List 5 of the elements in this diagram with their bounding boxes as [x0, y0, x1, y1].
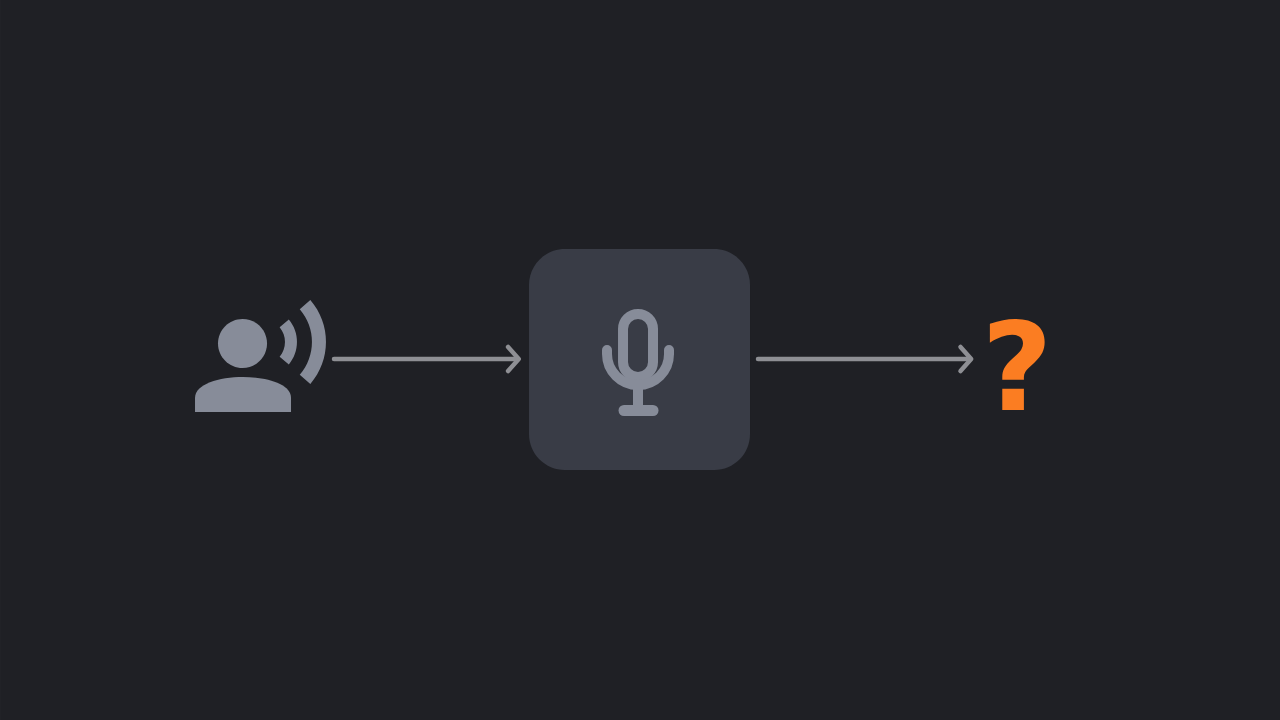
arrow [755, 344, 974, 374]
rounded-box [529, 249, 750, 470]
arrow [331, 344, 521, 374]
question-mark: ? [989, 318, 1045, 410]
speaking-person-icon [195, 300, 326, 412]
